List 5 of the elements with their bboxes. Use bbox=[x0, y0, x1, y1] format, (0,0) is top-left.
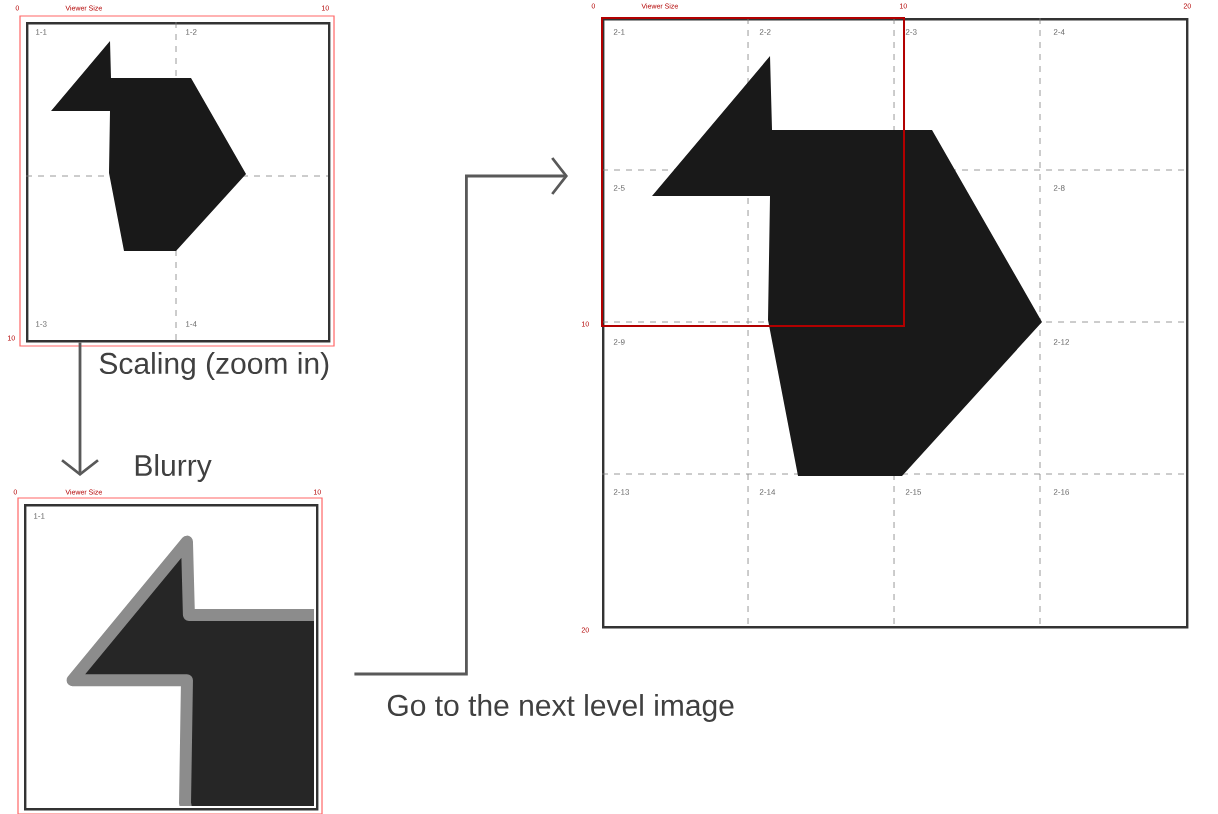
node-label: Blurry bbox=[135, 454, 212, 482]
arrow bbox=[61, 342, 99, 476]
edge-label: Scaling (zoom in) bbox=[96, 350, 333, 382]
arrow bbox=[354, 157, 568, 676]
edge-label: Go to the next level image bbox=[384, 692, 737, 724]
